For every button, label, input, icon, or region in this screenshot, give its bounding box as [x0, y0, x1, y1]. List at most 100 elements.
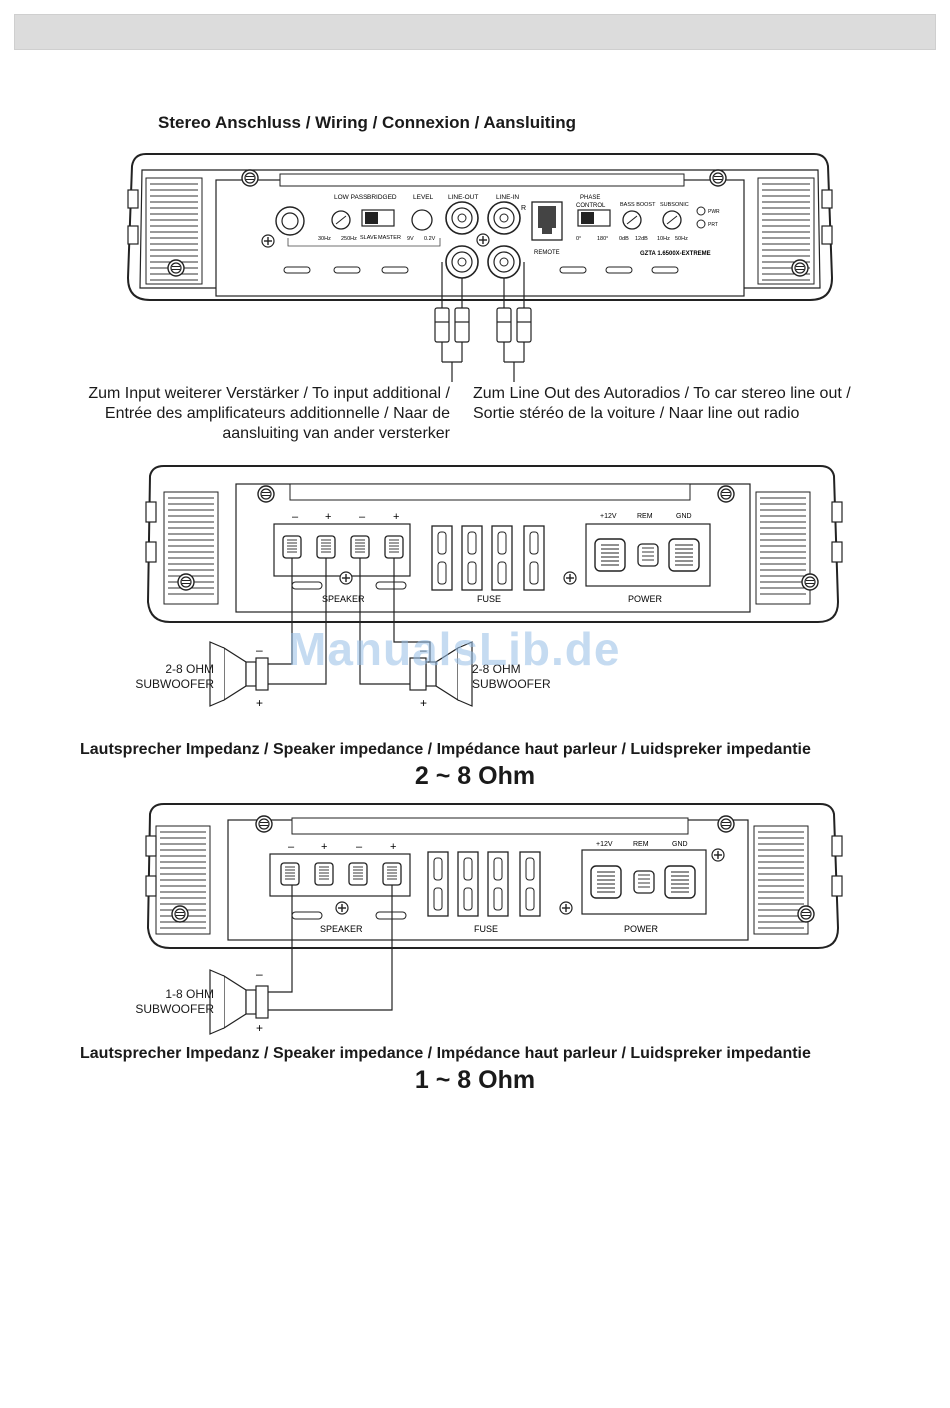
sub-right-name: SUBWOOFER: [472, 677, 551, 691]
cross-screw-icon: [339, 571, 353, 585]
screw-icon: [177, 573, 195, 591]
level-knob[interactable]: [411, 209, 433, 231]
speaker-term-label: –: [356, 841, 363, 853]
bass-min: 0dB: [619, 236, 629, 242]
caption-left-line: aansluiting van ander versterker: [222, 425, 450, 442]
speaker-terminal[interactable]: [382, 862, 402, 886]
power-term-label: REM: [633, 841, 649, 848]
pwr-led: [696, 206, 706, 216]
sub-left-minus: –: [256, 643, 263, 657]
master-label: MASTER: [378, 235, 401, 241]
cross-screw-icon: [711, 848, 725, 862]
screw-icon: [801, 573, 819, 591]
input-jack: [275, 206, 305, 236]
model-label: GZTA 1.6500X-EXTREME: [640, 251, 711, 257]
fuse[interactable]: [523, 525, 545, 591]
fuse[interactable]: [431, 525, 453, 591]
speaker-term-label: +: [325, 511, 331, 523]
speaker-terminal[interactable]: [314, 862, 334, 886]
fuse[interactable]: [461, 525, 483, 591]
speaker-term-label: +: [393, 511, 399, 523]
subwoofer: [209, 969, 269, 1035]
sub-minus: –: [256, 967, 263, 981]
screw-icon: [257, 485, 275, 503]
sub-left-ohm: 2-8 OHM: [165, 662, 214, 676]
speaker-terminal[interactable]: [316, 535, 336, 559]
screw-icon: [171, 905, 189, 923]
sub-name: SUBWOOFER: [135, 1002, 214, 1016]
cross-screw-icon: [559, 901, 573, 915]
caption-left-line: Zum Input weiterer Verstärker / To input…: [88, 385, 450, 402]
ohm-value-2: 2 ~ 8 Ohm: [414, 762, 536, 790]
sub-right-ohm: 2-8 OHM: [472, 662, 521, 676]
rem-terminal[interactable]: [633, 870, 655, 894]
bridged-label: BRIDGED: [367, 194, 397, 201]
sub-min: 10Hz: [657, 236, 670, 242]
fuse[interactable]: [457, 851, 479, 917]
speaker-terminal[interactable]: [282, 535, 302, 559]
power-term-label: GND: [676, 513, 692, 520]
power-terminal-gnd[interactable]: [668, 538, 700, 572]
bass-max: 12dB: [635, 236, 648, 242]
fuse[interactable]: [427, 851, 449, 917]
power-terminal-gnd[interactable]: [664, 865, 696, 899]
caption-right-line: Sortie stéréo de la voiture / Naar line …: [473, 405, 800, 422]
fuse[interactable]: [487, 851, 509, 917]
speaker-term-label: –: [288, 841, 295, 853]
section1-title: Stereo Anschluss / Wiring / Connexion / …: [158, 113, 576, 132]
fuse-label: FUSE: [477, 594, 501, 604]
screw-icon: [791, 259, 809, 277]
speaker-terminal[interactable]: [280, 862, 300, 886]
sub-right-label: 2-8 OHM SUBWOOFER: [472, 662, 592, 692]
phase-label: PHASE: [580, 195, 600, 201]
sub-left-label: 2-8 OHM SUBWOOFER: [110, 662, 214, 692]
screw-icon: [709, 169, 727, 187]
power-terminal-12v[interactable]: [594, 538, 626, 572]
line-out-label: LINE-OUT: [448, 194, 478, 201]
speaker-term-label: –: [292, 511, 299, 523]
speaker-terminal[interactable]: [384, 535, 404, 559]
rem-terminal[interactable]: [637, 543, 659, 567]
level-min: 9V: [407, 236, 414, 242]
remote-label: REMOTE: [534, 250, 560, 256]
sub-label: 1-8 OHM SUBWOOFER: [110, 987, 214, 1017]
amplifier-speaker-panel-2ch: – + – + SPEAKER FUSE +12V REM GND POWER: [145, 465, 843, 710]
low-pass-min: 30Hz: [318, 236, 331, 242]
sub-right-minus: –: [420, 643, 427, 657]
sub-left-name: SUBWOOFER: [135, 677, 214, 691]
low-pass-label: LOW PASS: [334, 194, 368, 201]
amplifier-front-panel: LOW PASS 30Hz 250Hz BRIDGED SLAVE MASTER…: [126, 153, 834, 382]
fuse[interactable]: [491, 525, 513, 591]
screw-icon: [797, 905, 815, 923]
speaker-terminal[interactable]: [350, 535, 370, 559]
level-max: 0.2V: [424, 236, 436, 242]
header-bar: [14, 14, 936, 50]
slave-label: SLAVE: [360, 235, 378, 241]
prt-led: [696, 219, 706, 229]
impedance-title-3: Lautsprecher Impedanz / Speaker impedanc…: [80, 1045, 811, 1062]
amplifier-speaker-panel-bridged: – + – + SPEAKER FUSE +12V REM GND POWER …: [145, 803, 843, 1035]
screw-icon: [167, 259, 185, 277]
power-term-label: REM: [637, 513, 653, 520]
caption-left-line: Entrée des amplificateurs additionnelle …: [104, 405, 450, 422]
sub-ohm: 1-8 OHM: [165, 987, 214, 1001]
screw-icon: [717, 815, 735, 833]
speaker-terminal[interactable]: [348, 862, 368, 886]
subwoofer-left: [209, 641, 269, 707]
bass-boost-label: BASS BOOST: [620, 202, 656, 208]
fuse[interactable]: [519, 851, 541, 917]
sub-max: 50Hz: [675, 236, 688, 242]
subwoofer-right: [409, 641, 473, 707]
caption-right: Zum Line Out des Autoradios / To car ste…: [473, 384, 933, 424]
level-label: LEVEL: [413, 194, 434, 201]
power-term-label: +12V: [600, 513, 617, 520]
speaker-term-label: +: [321, 841, 327, 853]
power-term-label: GND: [672, 841, 688, 848]
sub-right-plus: +: [420, 696, 427, 710]
control-label: CONTROL: [576, 203, 606, 209]
fuse-label: FUSE: [474, 924, 498, 934]
pwr-label: PWR: [708, 209, 720, 215]
power-term-label: +12V: [596, 841, 613, 848]
speaker-term-label: +: [390, 841, 396, 853]
power-terminal-12v[interactable]: [590, 865, 622, 899]
